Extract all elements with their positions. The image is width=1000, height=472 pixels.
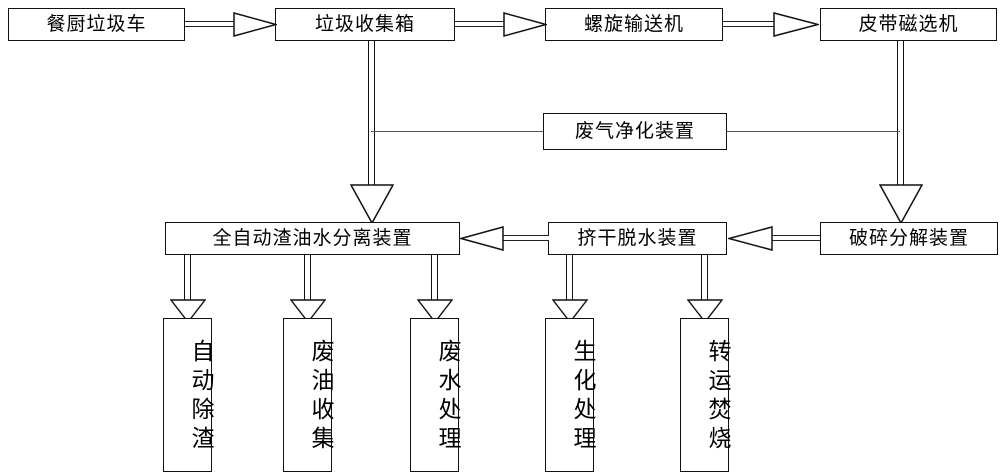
- node-label: 废水处理: [434, 339, 460, 455]
- node-label: 废气净化装置: [574, 120, 695, 142]
- connector-shaft-to-auto-slag-removal: [184, 255, 191, 301]
- node-screw-conveyor[interactable]: 螺旋输送机: [545, 8, 723, 41]
- node-label: 螺旋输送机: [583, 13, 684, 35]
- connector-shaft-to-transfer-incineration: [701, 255, 708, 301]
- node-label: 废油收集: [307, 339, 333, 455]
- node-auto-residue-oil-water-separator[interactable]: 全自动渣油水分离装置: [165, 222, 460, 255]
- arrow-down-magnetic-to-crusher: [879, 184, 923, 224]
- connector-shaft-bin-to-separator-device: [368, 41, 375, 187]
- connector-shaft-to-wastewater-treatment: [431, 255, 438, 301]
- connector-shaft-truck-to-bin: [185, 21, 235, 27]
- node-label: 垃圾收集箱: [314, 13, 415, 35]
- node-squeeze-dewatering-device[interactable]: 挤干脱水装置: [548, 222, 727, 255]
- node-wastewater-treatment[interactable]: 废水处理: [410, 318, 460, 472]
- node-label: 挤干脱水装置: [577, 227, 698, 249]
- node-belt-magnetic-separator[interactable]: 皮带磁选机: [820, 8, 997, 41]
- node-label: 自动除渣: [187, 339, 213, 455]
- arrow-down-to-biochemical-treatment: [552, 299, 588, 323]
- node-crushing-decomposition-device[interactable]: 破碎分解装置: [820, 222, 998, 255]
- connector-shaft-bin-to-conveyor: [455, 21, 505, 27]
- node-transfer-incineration[interactable]: 转运焚烧: [680, 318, 730, 472]
- arrow-right-conveyor-to-separator: [773, 12, 819, 37]
- arrow-down-to-auto-slag-removal: [170, 299, 206, 323]
- node-exhaust-gas-purification[interactable]: 废气净化装置: [543, 113, 727, 150]
- node-waste-collection-bin[interactable]: 垃圾收集箱: [275, 8, 455, 41]
- node-label: 餐厨垃圾车: [46, 13, 147, 35]
- node-label: 皮带磁选机: [858, 13, 959, 35]
- node-food-waste-truck[interactable]: 餐厨垃圾车: [8, 8, 185, 41]
- arrow-left-crusher-to-dewater: [728, 226, 773, 251]
- connector-shaft-dewater-to-separator: [503, 235, 549, 241]
- arrow-down-bin-to-oil-water-separator: [350, 184, 394, 224]
- connector-shaft-conveyor-to-separator: [723, 21, 775, 27]
- connector-shaft-crusher-to-dewater: [772, 235, 820, 241]
- arrow-right-bin-to-conveyor: [503, 12, 547, 37]
- node-waste-oil-collection[interactable]: 废油收集: [283, 318, 333, 472]
- node-label: 生化处理: [569, 339, 595, 455]
- connector-shaft-magnetic-to-crusher: [897, 41, 904, 187]
- node-label: 全自动渣油水分离装置: [212, 227, 413, 249]
- node-biochemical-treatment[interactable]: 生化处理: [545, 318, 595, 472]
- arrow-right-truck-to-bin: [233, 12, 277, 37]
- arrow-down-to-wastewater-treatment: [417, 299, 453, 323]
- connector-thinline-gas-to-magnetic-shaft: [726, 131, 900, 132]
- arrow-down-to-waste-oil-collection: [290, 299, 326, 323]
- node-label: 转运焚烧: [704, 339, 730, 455]
- connector-shaft-to-waste-oil-collection: [304, 255, 311, 301]
- connector-thinline-gas-to-bin-shaft: [371, 131, 545, 132]
- node-label: 破碎分解装置: [848, 227, 969, 249]
- arrow-down-to-transfer-incineration: [687, 299, 723, 323]
- node-auto-slag-removal[interactable]: 自动除渣: [163, 318, 213, 472]
- arrow-left-dewater-to-separator: [460, 226, 504, 251]
- connector-shaft-to-biochemical-treatment: [566, 255, 573, 301]
